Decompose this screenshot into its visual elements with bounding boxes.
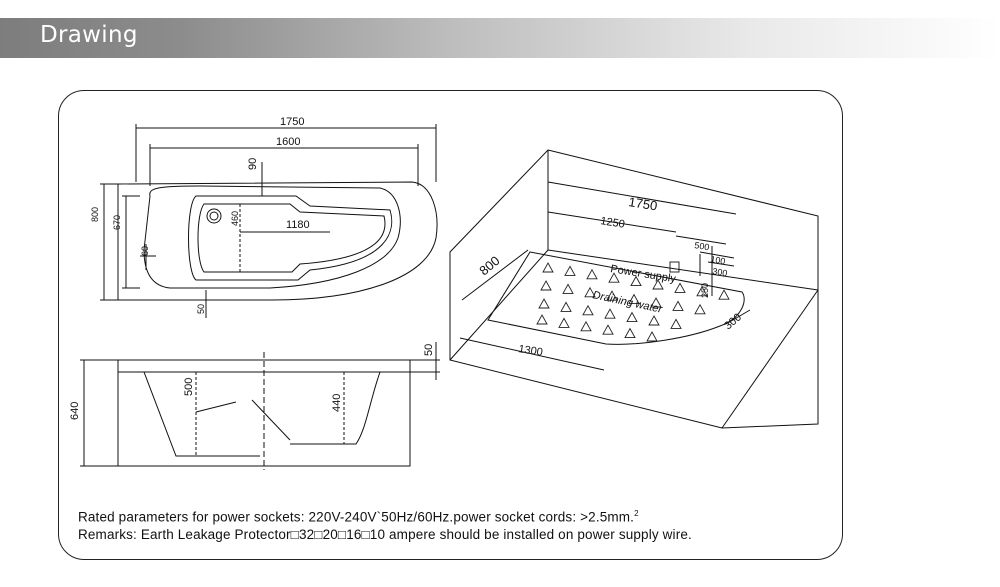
basin-outline (143, 185, 401, 289)
power-supply-label: Power supply (610, 263, 678, 285)
drain-pattern-triangle (670, 318, 682, 329)
dim-fp-width: 800 (476, 253, 502, 278)
dim-inner-length: 1600 (276, 136, 300, 148)
drain-pattern-triangle (564, 265, 576, 276)
drain-pattern-triangle (672, 300, 684, 311)
drain-hole (206, 208, 222, 224)
side-view (80, 342, 440, 470)
drain-pattern-triangle (538, 298, 550, 309)
drain-pattern-triangle (586, 268, 598, 280)
drain-pattern-triangle (584, 286, 596, 298)
drain-pattern-triangle (628, 293, 640, 305)
dim-fp-socket-100: 100 (710, 254, 726, 266)
dim-basin-length: 1180 (286, 219, 310, 231)
remarks-line: Remarks: Earth Leakage Protector□32□20□1… (78, 526, 692, 542)
dim-height: 640 (69, 402, 81, 420)
drain-pattern-triangle (646, 331, 658, 342)
top-view (100, 124, 438, 318)
drain-pattern-triangle (674, 282, 686, 293)
rated-parameters-text: Rated parameters for power sockets: 220V… (78, 509, 635, 525)
dim-fp-height: 250 (700, 283, 710, 298)
drain-pattern-triangle (624, 327, 636, 339)
power-socket-icon (669, 261, 680, 273)
dim-fp-socket-300: 300 (712, 266, 728, 278)
drain-pattern-triangle (604, 308, 616, 319)
dim-depth-right: 440 (331, 394, 343, 412)
drain-pattern-triangle (718, 289, 730, 300)
section-header: Drawing (0, 18, 1000, 58)
drain-pattern-triangle (582, 304, 594, 316)
drain-pattern-triangle (608, 272, 620, 283)
drain-pattern-triangle (540, 280, 552, 291)
drain-pattern-triangle (536, 314, 548, 325)
dim-inner-width: 670 (112, 215, 122, 230)
dim-overall-width: 800 (90, 207, 100, 222)
drain-pattern-triangle (652, 279, 664, 290)
dim-bottom-margin: 50 (196, 304, 206, 314)
drawing-panel (58, 90, 843, 560)
dim-rim: 50 (423, 344, 435, 356)
tub-footprint (487, 251, 745, 345)
drain-pattern-triangle (694, 303, 706, 315)
dim-depth-left: 500 (183, 378, 195, 396)
dim-top-margin: 90 (247, 158, 259, 170)
drain-pattern-triangle (696, 285, 708, 297)
drain-water-label: Draining water (591, 289, 664, 316)
floor-plan (449, 149, 819, 429)
remarks-block: Rated parameters for power sockets: 220V… (78, 505, 692, 543)
drain-pattern (536, 262, 730, 342)
dim-fp-end: 300 (722, 311, 744, 332)
drain-pattern-triangle (648, 315, 660, 326)
rated-parameters-sup: 2 (634, 509, 639, 518)
dim-overall-length: 1750 (280, 116, 304, 128)
drain-pattern-triangle (562, 283, 574, 294)
drain-pattern-triangle (602, 324, 614, 335)
drain-pattern-triangle (650, 297, 662, 308)
drain-pattern-triangle (626, 311, 638, 323)
drain-pattern-triangle (580, 320, 592, 332)
section-title: Drawing (40, 22, 138, 48)
dim-pillow-width: 460 (230, 211, 240, 226)
drain-pattern-triangle (558, 317, 570, 328)
rated-parameters-line: Rated parameters for power sockets: 220V… (78, 505, 692, 526)
dim-fp-length: 1750 (628, 194, 659, 213)
dim-fp-inner-length: 1250 (600, 215, 626, 231)
tub-outline (117, 181, 438, 301)
dim-side-margin: 60 (140, 246, 150, 256)
dim-fp-offset: 500 (694, 240, 710, 252)
dim-fp-floor-length: 1300 (518, 343, 544, 359)
drain-pattern-triangle (606, 290, 618, 301)
drain-pattern-triangle (630, 275, 642, 287)
drain-pattern-triangle (542, 262, 554, 273)
drain-pattern-triangle (560, 301, 572, 312)
